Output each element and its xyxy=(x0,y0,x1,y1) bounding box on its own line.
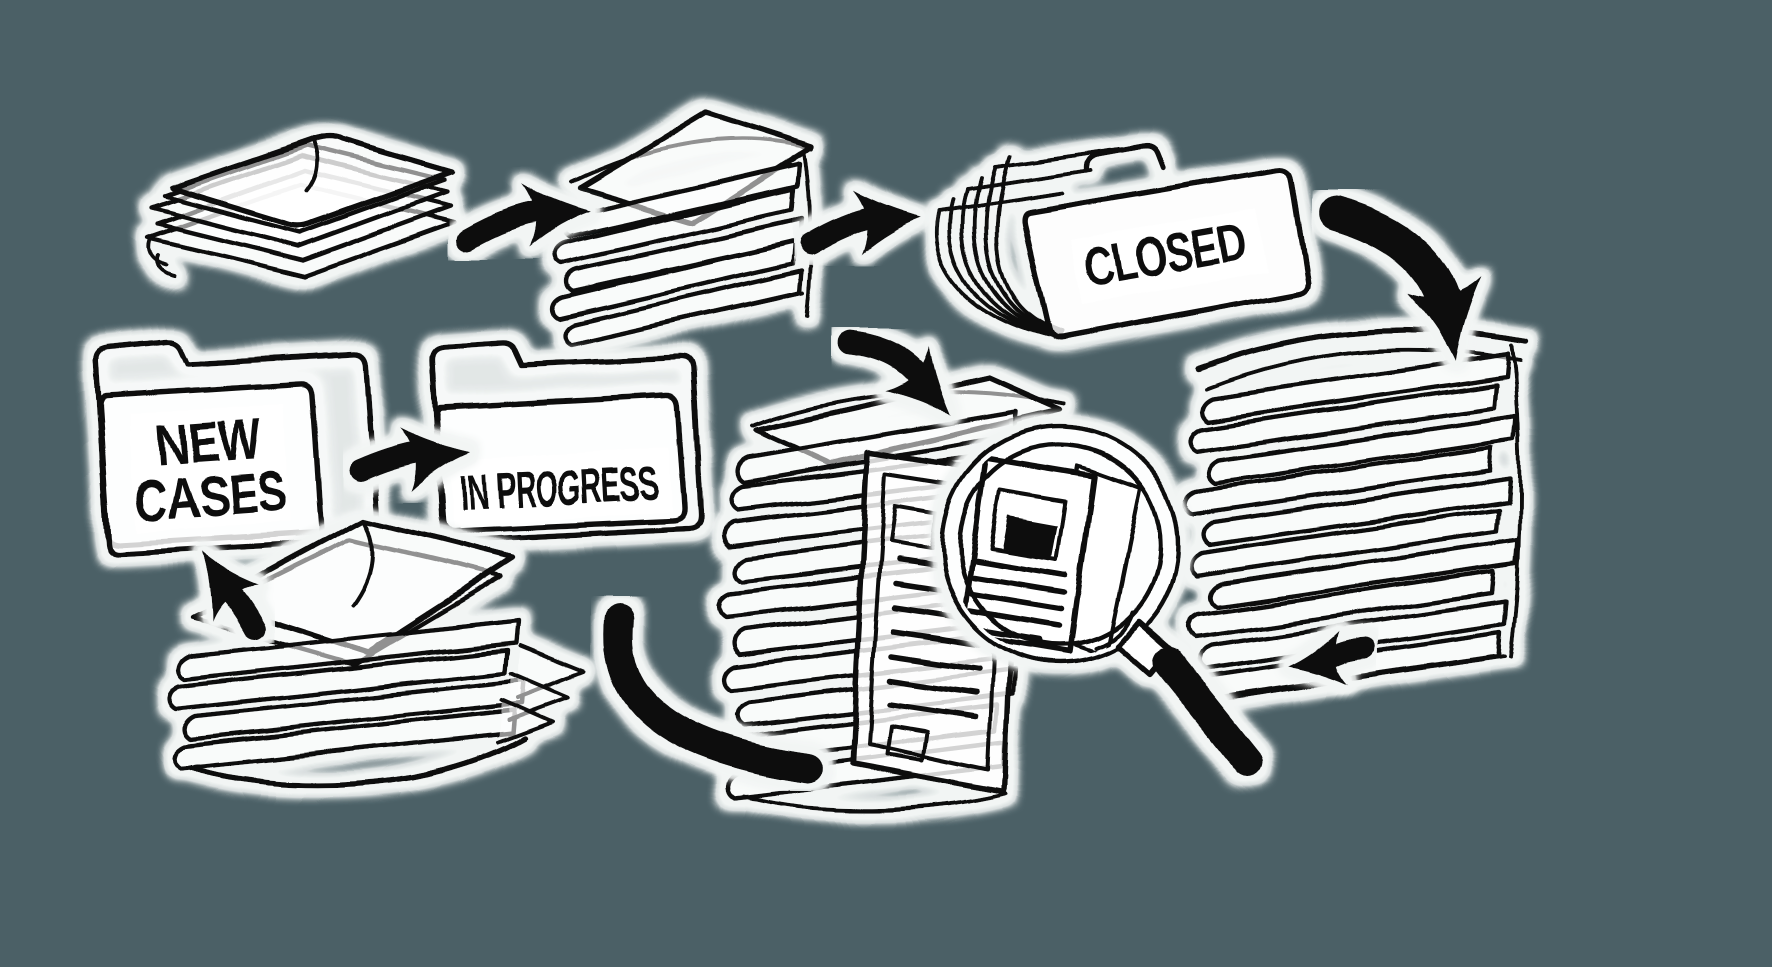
label-plate xyxy=(1070,208,1268,304)
arrow-newcases-to-inprogress xyxy=(349,417,475,491)
paper-band xyxy=(167,647,511,712)
doc-line xyxy=(887,677,979,696)
paper-band xyxy=(1209,537,1521,610)
lens-inner-ring xyxy=(957,442,1163,648)
connector-inprogress-to-review xyxy=(604,605,823,783)
arrow-tail xyxy=(457,201,553,251)
magnified-document xyxy=(959,455,1142,657)
new-cases-label-line2: CASES xyxy=(134,459,288,534)
sheet-top-edge xyxy=(966,168,1092,191)
new-cases-folder: NEW CASES xyxy=(93,339,380,557)
handle xyxy=(1153,647,1263,777)
pile-bottom-edge xyxy=(189,735,527,788)
folder-sheet xyxy=(994,154,1063,334)
label-plate xyxy=(450,446,672,526)
label-plate xyxy=(130,404,290,532)
archive-papers-stack-icon xyxy=(1183,327,1529,704)
document-checkbox xyxy=(889,504,938,551)
arrow-tail xyxy=(799,207,883,255)
doc-line xyxy=(971,574,1067,595)
stack-bottom-edge xyxy=(569,291,804,347)
magnifier-icon xyxy=(939,424,1263,777)
paper-band xyxy=(1187,382,1499,455)
edge-curl xyxy=(155,254,176,279)
doc-line xyxy=(969,591,1065,612)
paper-band xyxy=(550,239,797,321)
doc-line xyxy=(889,653,981,672)
stack-bottom-edge xyxy=(1202,654,1506,704)
stack-side-edge xyxy=(1508,344,1522,658)
stack-side-edge xyxy=(802,150,813,318)
doc-line xyxy=(973,557,1069,578)
doc-line xyxy=(890,629,982,648)
paper-band xyxy=(735,409,1019,485)
paper-band xyxy=(1201,475,1513,548)
in-progress-label: IN PROGRESS xyxy=(459,455,660,521)
arrow-tail xyxy=(349,441,427,481)
arrow-processing-to-review xyxy=(838,330,975,437)
folder-sheet xyxy=(984,165,1062,335)
document-checkbox xyxy=(884,724,928,762)
edge-curl xyxy=(146,238,168,268)
paper-band xyxy=(1197,599,1509,672)
folded-corner xyxy=(496,698,554,744)
top-sheet-line xyxy=(1195,327,1529,371)
pending-papers-stack-icon xyxy=(167,517,586,788)
top-sheet-line xyxy=(1204,347,1522,390)
arrow-pending-to-newcases xyxy=(174,535,265,639)
paper-band xyxy=(1199,351,1511,424)
in-progress-folder: IN PROGRESS xyxy=(429,340,703,544)
paper-band xyxy=(1183,444,1495,517)
arrow-processing-to-closed xyxy=(799,184,926,255)
arrow-incoming-to-processing xyxy=(457,178,593,251)
arrow-archive-to-magnifier xyxy=(1285,631,1376,696)
paper-band xyxy=(1207,413,1519,486)
paper-band xyxy=(1189,506,1501,579)
folder-sheet xyxy=(972,176,1061,336)
lens-outer-ring xyxy=(939,424,1181,666)
folder-sheet xyxy=(935,210,1060,340)
arrow-tail xyxy=(838,330,934,392)
paper-band xyxy=(183,677,527,742)
new-cases-label-line1: NEW xyxy=(154,406,263,478)
paper-band xyxy=(552,185,797,267)
processing-papers-stack-icon xyxy=(550,109,815,348)
fold-line xyxy=(304,138,319,192)
fold-line xyxy=(352,518,375,606)
page-photo-blob xyxy=(1002,516,1058,557)
arrow-closed-to-archive xyxy=(1319,197,1496,369)
stack-bottom-edge xyxy=(742,792,1008,813)
paper-band xyxy=(173,707,517,772)
arrow-tail xyxy=(1319,197,1463,325)
doc-line xyxy=(886,701,978,720)
page-header-box xyxy=(989,488,1068,561)
paper-band xyxy=(177,617,521,682)
folder-tab xyxy=(1083,142,1166,173)
incoming-papers-stack-icon xyxy=(145,134,457,279)
connector-curve xyxy=(604,605,823,783)
closed-folder: CLOSED xyxy=(935,142,1312,342)
folder-sheet xyxy=(960,187,1060,337)
sheet-top-edge xyxy=(994,147,1120,169)
paper-band xyxy=(1185,568,1497,641)
